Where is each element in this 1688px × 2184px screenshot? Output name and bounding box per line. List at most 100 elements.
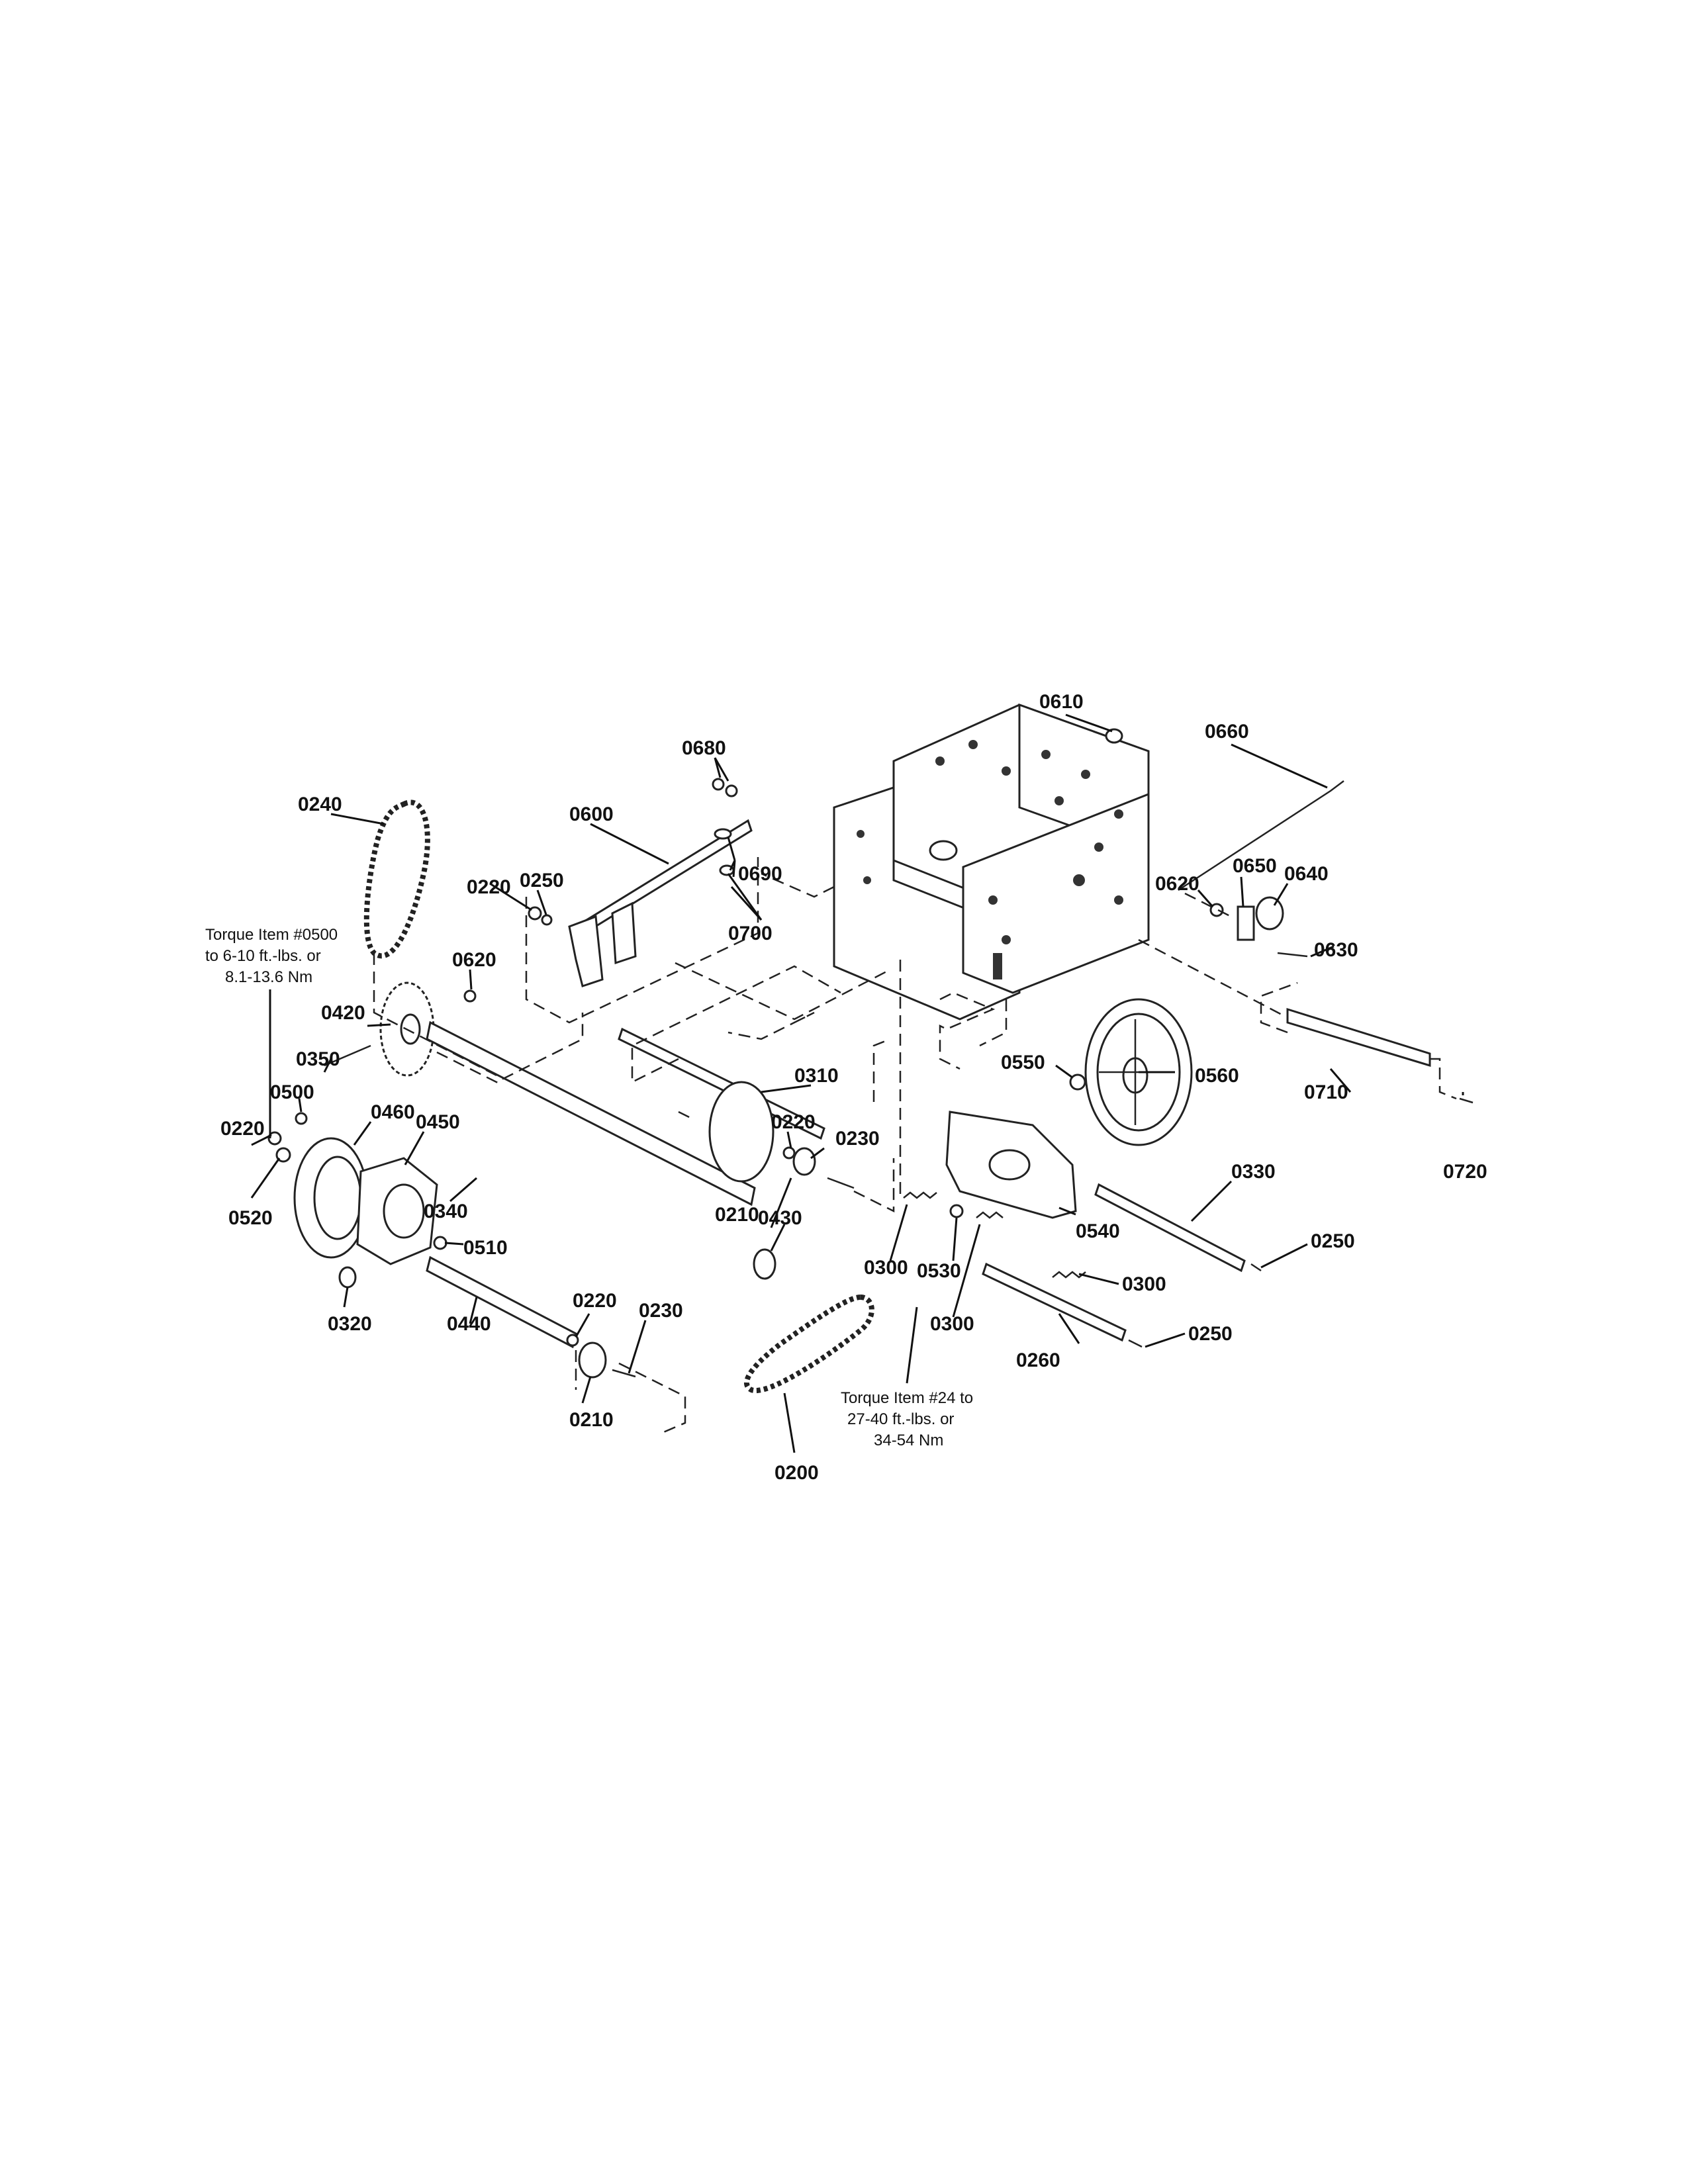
part-0200-chain[interactable]	[744, 1294, 874, 1394]
part-0260-shaft[interactable]	[982, 1262, 1127, 1342]
part-0630-bolt[interactable]	[1277, 952, 1308, 958]
label-0560: 0560	[1195, 1065, 1239, 1087]
label-0500: 0500	[270, 1081, 314, 1103]
part-0660-rod[interactable]	[1178, 780, 1344, 891]
part-0250-clip-right[interactable]	[1250, 1263, 1262, 1272]
label-0230-bottom: 0230	[639, 1300, 683, 1322]
label-0710: 0710	[1304, 1081, 1348, 1103]
torque-note-bottom-line-1: Torque Item #24 to	[841, 1389, 973, 1407]
label-0450: 0450	[416, 1111, 460, 1133]
label-0320: 0320	[328, 1313, 372, 1335]
part-0320-washer[interactable]	[338, 1266, 357, 1289]
label-0250-right: 0250	[1311, 1230, 1355, 1252]
label-0660: 0660	[1205, 721, 1249, 743]
part-0240-chain[interactable]	[363, 799, 430, 959]
part-0310-friction-disc[interactable]	[708, 1081, 774, 1183]
label-0340: 0340	[424, 1201, 468, 1222]
part-0210-bearing-mid[interactable]	[792, 1147, 816, 1176]
label-0200: 0200	[774, 1462, 819, 1484]
label-0220-top: 0220	[467, 876, 511, 898]
part-0300-spring-b[interactable]	[976, 1211, 1004, 1219]
part-0340-shaft[interactable]	[426, 1021, 756, 1206]
part-0510-nut[interactable]	[433, 1236, 447, 1250]
part-0350-bolt[interactable]	[324, 1044, 371, 1067]
label-0720: 0720	[1443, 1161, 1487, 1183]
label-0230-mid: 0230	[835, 1128, 880, 1150]
part-0230-bolt-bottom[interactable]	[612, 1369, 636, 1378]
frame-housing	[833, 703, 1150, 1021]
part-0250-clip-bottom[interactable]	[1128, 1339, 1143, 1348]
label-0250-bottom: 0250	[1188, 1323, 1233, 1345]
part-0220-washer-bottom[interactable]	[566, 1334, 579, 1347]
part-0600-shift-arm[interactable]	[568, 819, 753, 987]
label-0610: 0610	[1039, 691, 1084, 713]
part-0220-washer-left[interactable]	[267, 1131, 282, 1146]
label-0550: 0550	[1001, 1052, 1045, 1073]
label-0300-a: 0300	[864, 1257, 908, 1279]
label-0620-left: 0620	[452, 949, 496, 971]
label-0630: 0630	[1314, 939, 1358, 961]
label-0650: 0650	[1233, 855, 1277, 877]
label-0260: 0260	[1016, 1349, 1060, 1371]
label-0210-bottom: 0210	[569, 1409, 614, 1431]
label-0300-c: 0300	[1122, 1273, 1166, 1295]
label-0640: 0640	[1284, 863, 1329, 885]
part-0230-bolt-mid[interactable]	[827, 1177, 855, 1189]
label-0620-right: 0620	[1155, 873, 1199, 895]
part-0500-screw[interactable]	[295, 1112, 308, 1125]
assembly-dashed-lines	[373, 857, 1457, 1434]
part-0430-bearing[interactable]	[753, 1248, 776, 1280]
torque-note-bottom-line-2: 27-40 ft.-lbs. or	[847, 1410, 954, 1428]
torque-note-left-line-1: Torque Item #0500	[205, 926, 338, 944]
label-0460: 0460	[371, 1101, 415, 1123]
label-0300-b: 0300	[930, 1313, 974, 1335]
label-0510: 0510	[463, 1237, 508, 1259]
label-0220-left: 0220	[220, 1118, 265, 1140]
part-0300-spring-a[interactable]	[903, 1191, 937, 1199]
torque-note-left-line-2: to 6-10 ft.-lbs. or	[205, 947, 321, 965]
part-0440-axle[interactable]	[426, 1255, 577, 1349]
label-0250-top: 0250	[520, 870, 564, 891]
part-0620-washer-right[interactable]	[1209, 903, 1224, 917]
label-0220-bottom: 0220	[573, 1290, 617, 1312]
torque-note-bottom: Torque Item #24 to 27-40 ft.-lbs. or 34-…	[841, 1389, 973, 1449]
label-0440: 0440	[447, 1313, 491, 1335]
label-0530: 0530	[917, 1260, 961, 1282]
part-0250-clip-top[interactable]	[541, 914, 553, 926]
part-0530-nut[interactable]	[949, 1204, 964, 1218]
label-0420: 0420	[321, 1002, 365, 1024]
label-0240: 0240	[298, 794, 342, 815]
torque-note-left-line-3: 8.1-13.6 Nm	[225, 968, 312, 986]
label-0350: 0350	[296, 1048, 340, 1070]
torque-note-left: Torque Item #0500 to 6-10 ft.-lbs. or 8.…	[205, 926, 338, 986]
label-0690: 0690	[738, 863, 782, 885]
label-0680: 0680	[682, 737, 726, 759]
label-0330: 0330	[1231, 1161, 1276, 1183]
part-labels: 0610 0660 0680 0600 0240 0250 0220 0690 …	[220, 691, 1487, 1484]
label-0430: 0430	[758, 1207, 802, 1229]
part-0610-nut[interactable]	[1105, 728, 1123, 744]
label-0210-mid: 0210	[715, 1204, 759, 1226]
part-0450-gear-case[interactable]	[356, 1157, 438, 1265]
part-0460-wheel-hub[interactable]	[293, 1137, 369, 1259]
label-0540: 0540	[1076, 1220, 1120, 1242]
part-0640-pulley[interactable]	[1255, 896, 1284, 931]
part-0620-washer-left[interactable]	[463, 989, 477, 1003]
part-0220-washer-mid[interactable]	[782, 1146, 796, 1160]
part-0300-spring-c[interactable]	[1052, 1271, 1086, 1279]
part-0330-shaft[interactable]	[1094, 1183, 1246, 1273]
label-0220-mid: 0220	[771, 1111, 816, 1133]
part-0720-screw[interactable]	[1459, 1097, 1474, 1104]
leader-lines	[250, 713, 1464, 1453]
part-0650-bracket[interactable]	[1237, 905, 1255, 941]
label-0310: 0310	[794, 1065, 839, 1087]
part-0220-washer-top[interactable]	[528, 906, 542, 921]
label-0520: 0520	[228, 1207, 273, 1229]
part-0550-bearing[interactable]	[1069, 1073, 1086, 1091]
label-0700: 0700	[728, 923, 773, 944]
fasteners-0680-0690-0700[interactable]	[712, 778, 738, 876]
part-0520-washer[interactable]	[275, 1147, 291, 1163]
part-0710-support-bar[interactable]	[1286, 1007, 1431, 1068]
part-0210-bearing-left[interactable]	[578, 1342, 607, 1379]
